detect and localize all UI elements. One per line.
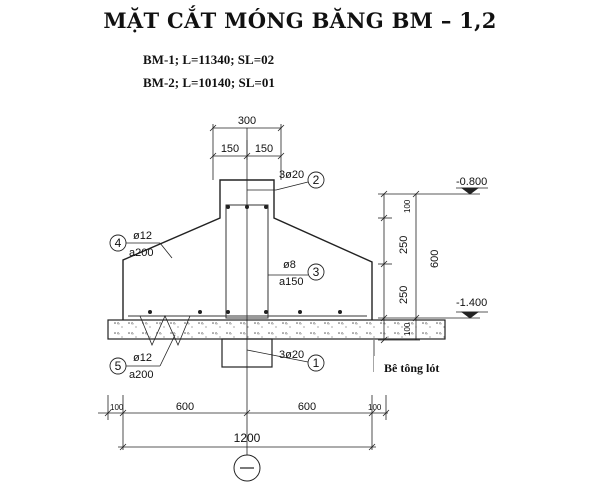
dim-left-part: 600: [176, 401, 194, 413]
level-bottom: -1.400: [456, 297, 487, 309]
lean-concrete-slab: [107, 319, 446, 340]
rebar-4-dia: ø12: [133, 230, 152, 242]
dim-h-top: 100: [403, 199, 412, 213]
rebar-1-spec: 3ø20: [279, 349, 304, 361]
right-vertical-dimension: [378, 190, 480, 344]
rebar-1-marker: [307, 354, 325, 372]
dim-h-mid: 250: [398, 236, 410, 254]
rebar-5-id: 5: [115, 359, 122, 373]
rebar-2-marker: [307, 171, 325, 189]
dim-top-width: 300: [238, 115, 256, 127]
lean-concrete-label: Bê tông lót: [384, 361, 439, 375]
rebar-2-spec: 3ø20: [279, 169, 304, 181]
rebar-4-marker: [109, 234, 127, 252]
rebar-3-dia: ø8: [283, 259, 296, 271]
rebar-5-spacing: a200: [129, 369, 153, 381]
rebar-2-id: 2: [313, 173, 320, 187]
rebar-4-id: 4: [115, 236, 122, 250]
dim-h-total: 600: [429, 250, 441, 268]
stirrup-rebar: [225, 204, 269, 319]
top-dimension: [209, 124, 285, 180]
dim-half-right: 150: [255, 143, 273, 155]
level-top: -0.800: [456, 176, 487, 188]
rebar-5-hook: [139, 315, 191, 347]
dim-h-base: 100: [403, 322, 412, 336]
leader-2b: [275, 181, 309, 191]
rebar-3-id: 3: [313, 265, 320, 279]
dim-edge-right: 100: [368, 403, 382, 412]
rebar-5-marker: [109, 357, 127, 375]
drawing-title: MẶT CẮT MÓNG BĂNG BM – 1,2: [103, 8, 497, 33]
rebar-4-spacing: a200: [129, 247, 153, 259]
rebar-1-id: 1: [313, 356, 320, 370]
footing-outline: [122, 179, 373, 320]
dim-right-part: 600: [298, 401, 316, 413]
bottom-dimension: [98, 395, 390, 451]
rebar-3-spacing: a150: [279, 276, 303, 288]
rebar-5-dia: ø12: [133, 352, 152, 364]
dim-edge-left: 100: [110, 403, 124, 412]
dim-h-low: 250: [398, 286, 410, 304]
rebar-dots: [148, 205, 342, 314]
leader-5b: [159, 334, 176, 367]
dim-total-width: 1200: [234, 431, 261, 445]
level-marker-bottom: [456, 311, 488, 319]
level-marker-top: [456, 187, 488, 195]
spec-bm1: BM-1; L=11340; SL=02: [143, 52, 275, 67]
dim-half-left: 150: [221, 143, 239, 155]
leader-1: [246, 349, 309, 363]
spec-bm2: BM-2; L=10140; SL=01: [143, 75, 275, 90]
leader-4b: [159, 242, 173, 259]
rebar-3-marker: [307, 263, 325, 281]
lean-label-bg: [374, 356, 460, 378]
